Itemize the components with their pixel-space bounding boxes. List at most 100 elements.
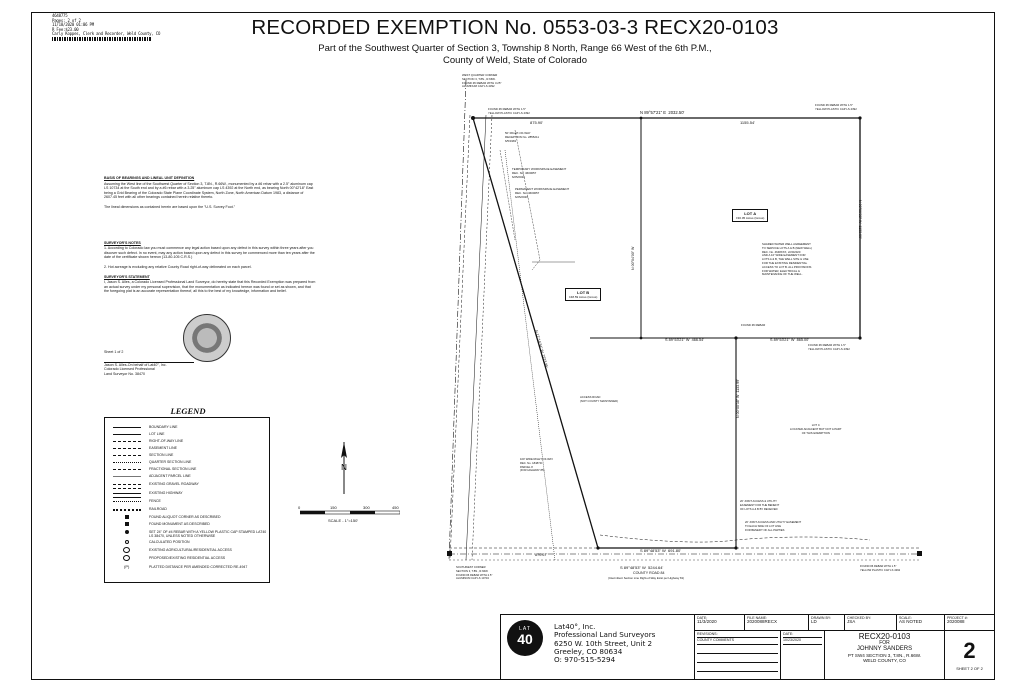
legend-symbol <box>113 493 141 498</box>
file-value: 2020088RECX <box>747 619 778 625</box>
date-cell: DATE: 11/3/2020 <box>694 615 744 631</box>
legend-label: LOT LINE <box>149 432 165 436</box>
found-rebar-4: FOUND #6 REBAR WITH 1.5" YELLOW PLASTIC … <box>808 343 850 351</box>
drawn-label: DRAWN BY: <box>811 616 832 620</box>
date-value: 11/3/2020 <box>697 619 717 625</box>
south-east-bearing: N 00°00'38" W 1133.99' <box>736 379 740 418</box>
legend-symbol <box>123 555 130 561</box>
legend-label: FENCE <box>149 499 161 503</box>
lot-b-area: ±48.59 Acres (Gross) <box>569 295 598 299</box>
signature-number: Land Surveyor No. 38470 <box>104 371 145 376</box>
legend-label: SET 24" OF #4 REBAR WITH A YELLOW PLASTI… <box>149 530 267 538</box>
easement-row-note: 50' RIGHT-OF-WAY RECEPTION No. 2855211 6… <box>505 131 540 143</box>
checked-value: JSA <box>847 619 856 625</box>
barcode <box>52 36 152 41</box>
project-cell: PROJECT #: 2020088 <box>944 615 994 631</box>
revision-blank-3 <box>697 663 778 672</box>
logo-number: 40 <box>517 631 533 647</box>
revisions-cell: REVISIONS: COUNTY COMMENTS <box>694 631 780 680</box>
legend-symbol <box>113 427 141 428</box>
recording-id: 4648775 <box>52 13 68 18</box>
legend-item: FRACTIONAL SECTION LINE <box>105 466 271 474</box>
sheet-number: 2 <box>963 638 976 663</box>
subtitle-line-2: County of Weld, State of Colorado <box>443 55 587 66</box>
page-title: RECORDED EXEMPTION No. 0553-03-3 RECX20-… <box>251 16 779 39</box>
revisions-label: REVISIONS: <box>697 632 778 638</box>
legend-symbol <box>113 509 141 511</box>
plat-sheet-border <box>31 12 995 680</box>
east-bearing: N 00°00'38" W 1133.99' <box>858 200 862 239</box>
scale-cell: SCALE: AS NOTED <box>896 615 944 631</box>
sheet-reference: Sheet 1 of 2 <box>104 350 124 354</box>
scale-cell-label: SCALE: <box>899 616 912 620</box>
legend-symbol <box>113 455 141 456</box>
legend-item: FENCE <box>105 498 271 506</box>
case-number: RECX20-0103 <box>858 632 911 641</box>
revision-blank-1 <box>697 645 778 654</box>
easement-perm-note: PERMANENT WORKSPACE EASEMENT REC. No. 46… <box>515 187 570 199</box>
checked-cell: CHECKED BY: JSA <box>844 615 896 631</box>
bottom-total-distance: S 89°48'53" W 5244.64' <box>620 565 664 570</box>
legend-item: SET 24" OF #4 REBAR WITH A YELLOW PLASTI… <box>105 529 271 538</box>
scale-bar: 0 150 300 450 SCALE - 1"=150' <box>298 505 400 525</box>
revision-1: COUNTY COMMENTS <box>697 638 778 645</box>
scale-tick-1: 150 <box>330 505 337 510</box>
legend-symbol <box>113 448 141 449</box>
legend-item: (P)PLATTED DISTANCE PER AMENDED CORRECTE… <box>105 564 271 572</box>
bearing-text: Assuming the West line of the Southwest … <box>104 181 314 200</box>
firm-info: Lat40°, Inc. Professional Land Surveyors… <box>554 622 655 665</box>
legend-label: QUARTER SECTION LINE <box>149 460 192 464</box>
legend-symbol <box>113 469 141 470</box>
client-name: JOHNNY SANDERS <box>856 645 913 652</box>
bearing-heading: BASIS OF BEARINGS AND LINEAL UNIT DEFINI… <box>104 176 195 180</box>
firm-phone: O: 970-515-5294 <box>554 655 616 665</box>
legend-item: ADJACENT PARCEL LINE <box>105 473 271 481</box>
title-block: LAT 40 Lat40°, Inc. Professional Land Su… <box>500 614 994 680</box>
legend-label: RIGHT-OF-WAY LINE <box>149 439 184 443</box>
joint-access-note: 20' JOINT ACCESS AND UTILITY EASEMENT TO… <box>745 521 802 532</box>
se-corner-note: FOUND #6 REBAR WITH 1.5" YELLOW PLASTIC … <box>860 565 901 572</box>
recording-fee: R Fee:$23.00 <box>52 26 79 32</box>
signature-license: Colorado Licensed Professional <box>104 367 155 372</box>
date-label: DATE: <box>697 616 708 620</box>
legend-label: SECTION LINE <box>149 453 174 457</box>
legend-item: FOUND MONUMENT AS DESCRIBED <box>105 521 271 529</box>
legend-symbol <box>113 462 141 463</box>
revision-date-label: DATE: <box>783 632 822 638</box>
surveyor-seal <box>183 314 231 362</box>
legend-item: EXISTING AGRICULTURAL/RESIDENTIAL ACCESS <box>105 547 271 555</box>
legend-item: FOUND ALIQUOT CORNER AS DESCRIBED <box>105 514 271 522</box>
legend-symbol <box>123 547 130 553</box>
unit-text: The lineal dimensions as contained herei… <box>104 204 236 209</box>
bottom-distance: S 89°48'53" W 691.80' <box>640 548 682 553</box>
legend-symbol <box>113 484 141 489</box>
signature-name: Jason S. Alles-On behalf of Lat40°, Inc. <box>104 362 167 367</box>
lot-a-label: LOT A ±30.05 Acres (Gross) <box>732 209 769 222</box>
legend-item: EXISTING GRAVEL ROADWAY <box>105 481 271 489</box>
firm-logo: LAT 40 <box>507 620 543 656</box>
scale-tick-3: 450 <box>392 505 399 510</box>
easement-temp-note: TEMPORARY WORKSPACE EASEMENT REC. No. 46… <box>512 167 567 179</box>
surveyor-signature-block: Sheet 1 of 2 Jason S. Alles-On behalf of… <box>104 350 204 376</box>
scale-tick-0: 0 <box>298 505 301 510</box>
legend-item: QUARTER SECTION LINE <box>105 459 271 467</box>
statement-heading: SURVEYOR'S STATEMENT <box>104 274 150 279</box>
legend-label: EXISTING HIGHWAY <box>149 491 183 495</box>
legend-item: PROPOSED/EXISTING RESIDENTIAL ACCESS <box>105 555 271 563</box>
north-arrow: N <box>341 442 347 494</box>
legend-label: EXISTING GRAVEL ROADWAY <box>149 482 199 486</box>
legend-symbol <box>113 441 141 442</box>
firm-address-2: Greeley, CO 80634 <box>554 646 623 656</box>
nw-corner-note: WEST QUARTER CORNER SECTION 3, T.8N., R.… <box>462 73 502 89</box>
row-parcel-note: 100' WIDE RIGHT-OF-WAY REC. No. 1848741 … <box>520 458 554 473</box>
well-note: SHARED WATER WELL AGREEMENT TO SERVICE L… <box>762 242 813 277</box>
county-road-sub: (Intermittent Section Line Right-of-Way … <box>608 576 685 580</box>
found-rebar-2: FOUND #6 REBAR WITH 1.5" YELLOW PLASTIC … <box>815 103 857 111</box>
sheet-cell: 2 SHEET 2 OF 2 <box>944 631 994 680</box>
file-label: FILE NAME: <box>747 616 767 620</box>
firm-address-1: 6250 W. 10th Street, Unit 2 <box>554 638 653 648</box>
top-boundary-distance: N 89°57'21" E 2032.50' <box>640 110 685 115</box>
for-label: FOR <box>879 640 890 647</box>
lot-a-title: LOT A <box>744 211 757 216</box>
